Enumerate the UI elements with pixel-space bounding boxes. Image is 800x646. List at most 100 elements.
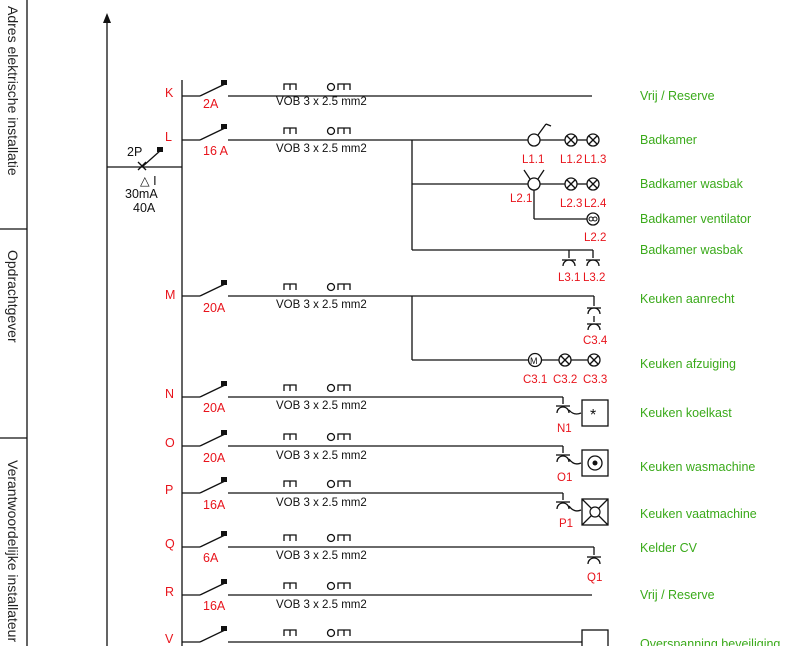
breaker-rating: 20A [203, 451, 226, 465]
group-label: P [165, 483, 173, 497]
cable-marker-icon [283, 83, 297, 90]
sidebar-section-address: Adres elektrische installatie [5, 6, 21, 176]
socket-icon [556, 493, 582, 512]
switch-lever [523, 169, 531, 180]
dishwasher-icon [581, 498, 609, 526]
ventilator-icon [586, 212, 600, 226]
component-label: C3.4 [583, 335, 608, 347]
circuit-O: O 20A VOB 3 x 2.5 mm2 O1 Keuken wasmachi… [165, 430, 755, 484]
circuit-description: Badkamer wasbak [640, 243, 744, 257]
rcd-knob [157, 147, 163, 152]
socket-icon [556, 446, 582, 465]
cable-markers [283, 82, 351, 638]
breaker-contact [199, 629, 226, 643]
cable-marker-icon [283, 384, 297, 391]
cable-spec: VOB 3 x 2.5 mm2 [276, 497, 367, 509]
breaker-contact [199, 433, 226, 447]
circuit-description: Keuken aanrecht [640, 292, 735, 306]
cable-spec: VOB 3 x 2.5 mm2 [276, 299, 367, 311]
cable-marker-icon [337, 83, 351, 90]
component-label: L2.1 [510, 193, 532, 205]
cable-marker-icon [326, 383, 336, 393]
circuit-N: N 20A VOB 3 x 2.5 mm2 * N1 Keuken koelka… [165, 381, 732, 435]
circuit-description: Vrij / Reserve [640, 588, 715, 602]
cable-marker-icon [337, 283, 351, 290]
socket-icon [586, 250, 600, 267]
breaker-knob [221, 80, 227, 85]
lamp-icon [586, 177, 600, 191]
cable-marker-icon [326, 533, 336, 543]
breaker-rating: 6A [203, 551, 219, 565]
rcd-switch: 2P △ I 30mA 40A [125, 145, 163, 215]
component-label: L2.3 [560, 198, 582, 210]
component-label: L3.2 [583, 272, 605, 284]
fridge-icon: * [590, 407, 596, 424]
breaker-rating: 2A [203, 97, 219, 111]
breaker-knob [221, 477, 227, 482]
cable-spec: VOB 3 x 2.5 mm2 [276, 550, 367, 562]
socket-icon [556, 397, 582, 415]
group-label: R [165, 585, 174, 599]
cable-marker-icon [337, 384, 351, 391]
lamp-icon [587, 353, 601, 367]
circuit-description: Badkamer [640, 133, 697, 147]
circuit-M: M 20A VOB 3 x 2.5 mm2 C3.4 Keuken aanrec… [165, 280, 736, 386]
motor-symbol: M [530, 356, 538, 366]
lamp-icon [564, 177, 578, 191]
breaker-knob [221, 531, 227, 536]
group-label: V [165, 632, 174, 646]
washing-machine-box [581, 449, 609, 477]
breaker-contact [199, 480, 226, 494]
component-label: L1.3 [584, 154, 606, 166]
arrow-up-icon [103, 13, 111, 23]
circuit-description: Keuken afzuiging [640, 357, 736, 371]
group-label: Q [165, 537, 175, 551]
circuit-L: L 16 A VOB 3 x 2.5 mm2 L1.1 L1.2 [165, 123, 751, 284]
breaker-knob [221, 430, 227, 435]
component-label: Q1 [587, 572, 602, 584]
cable-spec: VOB 3 x 2.5 mm2 [276, 599, 367, 611]
cable-marker-icon [337, 582, 351, 589]
breaker-knob [221, 381, 227, 386]
circuit-description: Badkamer wasbak [640, 177, 744, 191]
cable-spec: VOB 3 x 2.5 mm2 [276, 450, 367, 462]
circuit-description: Overspanning beveiliging [640, 637, 780, 646]
component-label: L2.2 [584, 232, 606, 244]
group-label: K [165, 86, 174, 100]
circuit-P: P 16A VOB 3 x 2.5 mm2 P1 Keuken vaatmach… [165, 477, 757, 530]
cable-marker-icon [326, 479, 336, 489]
sidebar-section-client: Opdrachtgever [5, 250, 21, 343]
washing-machine-icon [587, 455, 603, 471]
breaker-rating: 16A [203, 599, 226, 613]
circuit-rows: K 2A VOB 3 x 2.5 mm2 Vrij / Reserve L 16… [165, 80, 780, 646]
breaker-rating: 20A [203, 301, 226, 315]
component-label: L1.1 [522, 154, 544, 166]
breaker-knob [221, 124, 227, 129]
cable-marker-icon [337, 534, 351, 541]
cable-marker-icon [283, 534, 297, 541]
group-label: N [165, 387, 174, 401]
group-label: M [165, 288, 175, 302]
cable-marker-icon [337, 629, 351, 636]
component-label: N1 [557, 423, 572, 435]
breaker-knob [221, 579, 227, 584]
cable-spec: VOB 3 x 2.5 mm2 [276, 400, 367, 412]
cable-marker-icon [283, 283, 297, 290]
light-switch-icon [527, 133, 541, 147]
breaker-rating: 16 A [203, 144, 229, 158]
sidebar: Adres elektrische installatie Opdrachtge… [0, 0, 28, 646]
rcd-cross-icon [137, 161, 147, 171]
cable-marker-icon [283, 480, 297, 487]
cable-marker-icon [283, 582, 297, 589]
circuit-V: V Overspanning beveiliging [165, 626, 780, 646]
breaker-knob [221, 280, 227, 285]
component-label: C3.2 [553, 374, 577, 386]
breaker-knob [221, 626, 227, 631]
circuit-Q: Q 6A VOB 3 x 2.5 mm2 Q1 Kelder CV [165, 531, 698, 584]
switch-lever [537, 169, 545, 180]
breaker-rating: 20A [203, 401, 226, 415]
cable-spec: VOB 3 x 2.5 mm2 [276, 96, 367, 108]
cable-marker-icon [326, 126, 336, 136]
breaker-rating: 16A [203, 498, 226, 512]
